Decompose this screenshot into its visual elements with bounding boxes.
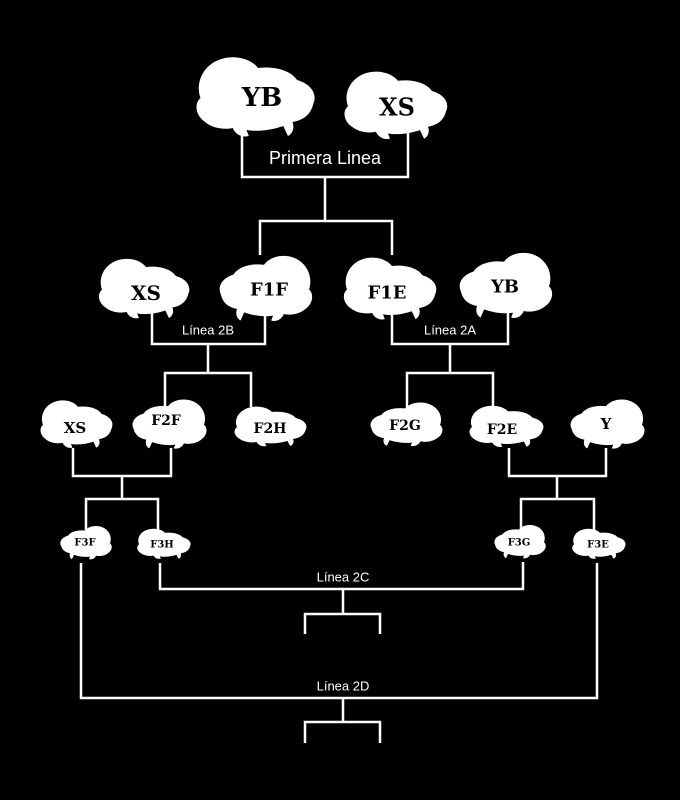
connector-left-gen3-children [84, 497, 160, 530]
linea-2b-label: Línea 2B [182, 323, 234, 338]
fish-label-f3g: F3G [508, 538, 531, 549]
fish-label-yb-top: YB [241, 83, 283, 113]
connector-linea-2d-children [303, 720, 382, 743]
connector-left-gen3 [71, 448, 173, 478]
connector-primera-children [258, 219, 394, 255]
linea-2c-label: Línea 2C [317, 570, 370, 585]
l2a-label-backdrop [418, 320, 482, 340]
connector-linea-2c [158, 562, 525, 591]
fish-label-xs-3: XS [64, 419, 86, 437]
linea-2a-label: Línea 2A [424, 323, 476, 338]
fish-label-xs-top: XS [379, 93, 415, 122]
connector-right-gen3-children [519, 497, 596, 530]
connector-linea-2c-children [303, 612, 382, 634]
fish-label-f2e: F2E [487, 422, 517, 438]
fish-label-f2g: F2G [389, 418, 421, 434]
connector-right-gen3 [507, 448, 608, 478]
l2b-label-backdrop [175, 320, 239, 340]
fish-label-f1e: F1E [367, 283, 406, 304]
fish-label-f1f: F1F [250, 280, 288, 301]
fish-label-f3e: F3E [587, 540, 609, 551]
connector-linea-2b-children [163, 371, 253, 407]
fish-label-yb-2a: YB [490, 277, 519, 298]
primera-linea-label: Primera Linea [269, 148, 382, 168]
primera-label-backdrop [255, 145, 391, 171]
connector-linea-2a-children [405, 371, 495, 407]
connector-linea-2d [79, 563, 599, 700]
line-labels: Primera Linea Línea 2B Línea 2A Línea 2C… [175, 145, 482, 694]
linea-2d-label: Línea 2D [317, 679, 370, 694]
fish-label-f2h: F2H [254, 421, 287, 437]
connectors [71, 123, 608, 743]
fish-label-f3f: F3F [74, 538, 95, 549]
fish-label-f3h: F3H [150, 540, 174, 551]
fish-label-y: Y [600, 415, 612, 433]
fish-label-f2f: F2F [151, 413, 181, 429]
fish-label-xs-2b: XS [131, 281, 161, 305]
